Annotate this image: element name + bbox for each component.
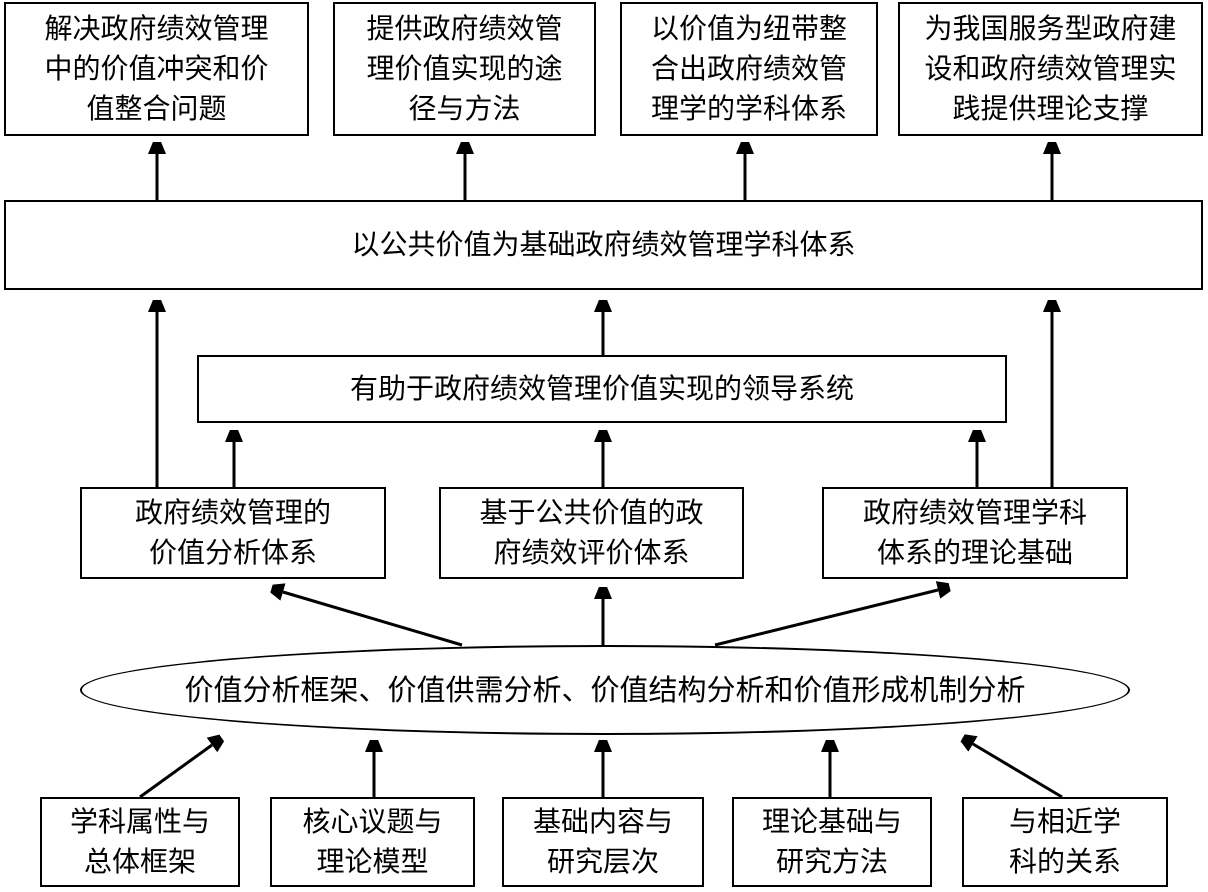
foundation-2-line-1: 核心议题与 (302, 805, 443, 838)
foundation-3-line-1: 基础内容与 (532, 805, 673, 838)
middle-3-line-2: 体系的理论基础 (876, 536, 1073, 569)
foundation-4-line-1: 理论基础与 (761, 805, 902, 838)
middle-box-value-analysis: 政府绩效管理的 价值分析体系 (80, 487, 386, 579)
foundation-box-4: 理论基础与 研究方法 (732, 797, 932, 887)
goal-4-line-1: 为我国服务型政府建 (924, 12, 1177, 45)
goal-4-line-3: 践提供理论支撑 (952, 92, 1149, 125)
middle-2-line-1: 基于公共价值的政 (479, 496, 704, 529)
foundation-3-line-2: 研究层次 (546, 845, 659, 878)
goal-1-line-2: 中的价值冲突和价 (44, 52, 269, 85)
arrow-oval-right (714, 590, 938, 647)
goal-2-line-1: 提供政府绩效管 (366, 12, 563, 45)
value-analysis-label: 价值分析框架、价值供需分析、价值结构分析和价值形成机制分析 (184, 673, 1026, 707)
arrow-oval-left (283, 592, 463, 647)
goal-1-line-3: 值整合问题 (86, 92, 227, 125)
middle-1-line-1: 政府绩效管理的 (134, 496, 331, 529)
goal-2-line-2: 理价值实现的途 (366, 52, 563, 85)
foundation-4-line-2: 研究方法 (775, 845, 888, 878)
goal-3-line-3: 理学的学科体系 (650, 92, 847, 125)
middle-3-line-1: 政府绩效管理学科 (862, 496, 1087, 529)
foundation-5-line-1: 与相近学 (1008, 805, 1121, 838)
middle-2-line-2: 府绩效评价体系 (493, 536, 690, 569)
foundation-2-line-2: 理论模型 (316, 845, 429, 878)
foundation-box-2: 核心议题与 理论模型 (270, 797, 475, 887)
discipline-system-label: 以公共价值为基础政府绩效管理学科体系 (351, 228, 856, 261)
foundation-box-3: 基础内容与 研究层次 (502, 797, 704, 887)
discipline-system-box: 以公共价值为基础政府绩效管理学科体系 (4, 200, 1203, 290)
goal-box-3: 以价值为纽带整 合出政府绩效管 理学的学科体系 (620, 2, 878, 136)
goal-3-line-1: 以价值为纽带整 (650, 12, 847, 45)
middle-box-evaluation: 基于公共价值的政 府绩效评价体系 (439, 487, 744, 579)
foundation-1-line-1: 学科属性与 (69, 805, 210, 838)
middle-1-line-2: 价值分析体系 (148, 536, 317, 569)
foundation-box-1: 学科属性与 总体框架 (40, 797, 240, 887)
leadership-system-label: 有助于政府绩效管理价值实现的领导系统 (349, 372, 854, 405)
leadership-system-box: 有助于政府绩效管理价值实现的领导系统 (197, 355, 1007, 423)
goal-box-1: 解决政府绩效管理 中的价值冲突和价 值整合问题 (4, 2, 309, 136)
goal-box-4: 为我国服务型政府建 设和政府绩效管理实 践提供理论支撑 (898, 2, 1203, 136)
foundation-box-5: 与相近学 科的关系 (962, 797, 1168, 887)
goal-2-line-3: 径与方法 (408, 92, 521, 125)
middle-box-theory: 政府绩效管理学科 体系的理论基础 (822, 487, 1128, 579)
arrow-foundation-1 (139, 745, 212, 799)
value-analysis-oval: 价值分析框架、价值供需分析、价值结构分析和价值形成机制分析 (80, 645, 1130, 735)
goal-1-line-1: 解决政府绩效管理 (44, 12, 269, 45)
foundation-5-line-2: 科的关系 (1008, 845, 1121, 878)
arrow-foundation-5 (973, 744, 1063, 799)
goal-box-2: 提供政府绩效管 理价值实现的途 径与方法 (333, 2, 596, 136)
foundation-1-line-2: 总体框架 (83, 845, 196, 878)
goal-3-line-2: 合出政府绩效管 (650, 52, 847, 85)
goal-4-line-2: 设和政府绩效管理实 (924, 52, 1177, 85)
